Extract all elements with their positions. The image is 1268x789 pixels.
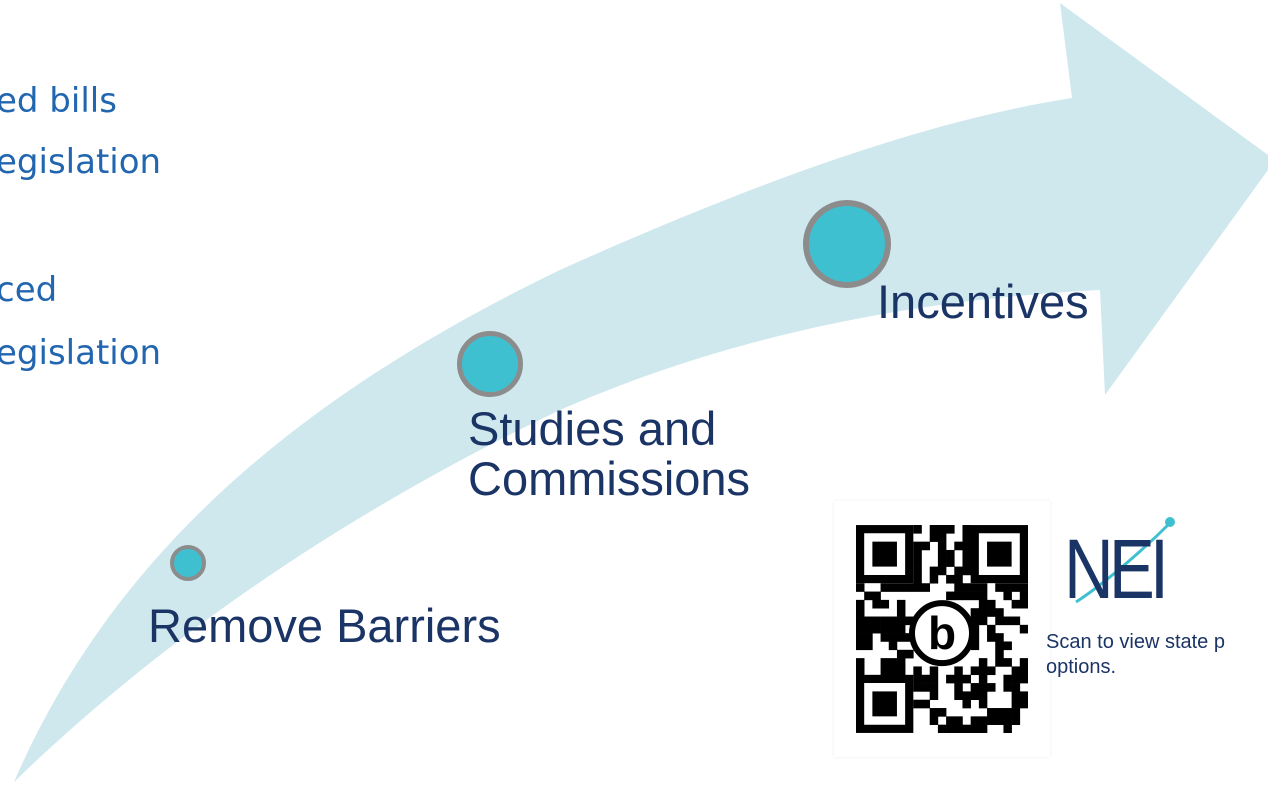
step-label-incentives: Incentives	[877, 275, 1089, 328]
qr-caption: Scan to view state p options.	[1046, 631, 1225, 678]
arrow-body	[14, 3, 1268, 782]
step-dot-incentives	[803, 200, 891, 288]
side-text-line-4: egislation	[0, 333, 162, 373]
step-dot-studies	[457, 331, 523, 397]
qr-card: b	[834, 501, 1050, 757]
side-text-line-2: egislation	[0, 142, 162, 182]
step-label-remove-barriers: Remove Barriers	[148, 599, 501, 652]
side-text-line-1: ed bills	[0, 81, 117, 121]
side-text-line-3: ced	[0, 270, 58, 310]
step-dot-remove-barriers	[170, 545, 206, 581]
step-label-studies-commissions: Studies and Commissions	[468, 402, 751, 505]
nei-logo-icon	[1075, 517, 1175, 604]
qr-code-icon[interactable]: b	[856, 525, 1028, 733]
nei-logo-text: NEI	[1064, 522, 1169, 616]
svg-text:b: b	[928, 607, 956, 659]
